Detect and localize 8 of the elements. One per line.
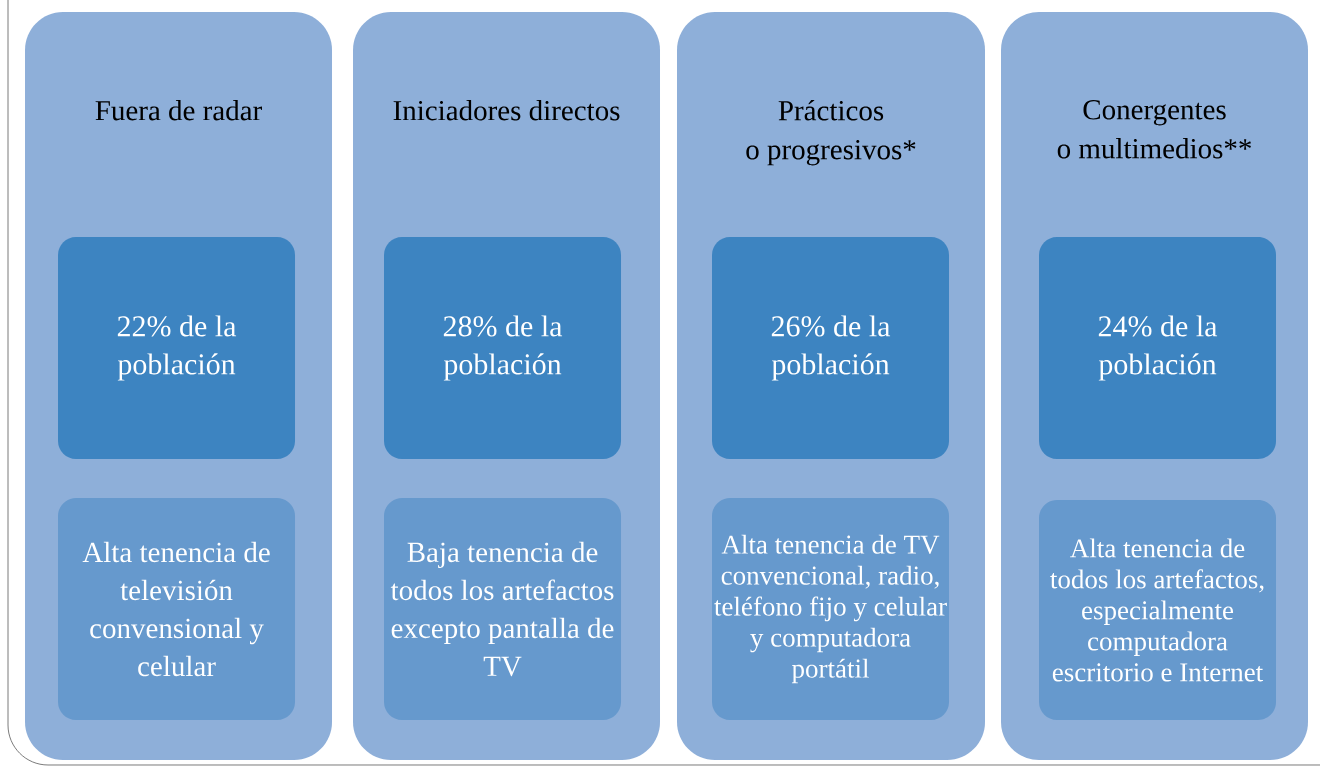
description-box: Alta tenencia de TV convencional, radio, teléfono fijo y celular y computadora portátil (712, 498, 949, 720)
description-box: Baja tenencia de todos los artefactos excepto pantalla de TV (384, 498, 621, 720)
description-box: Alta tenencia de todos los artefactos, especialmente computadora escritorio e Internet (1039, 500, 1276, 720)
percentage-box: 28% de la población (384, 237, 621, 459)
percentage-box: 26% de la población (712, 237, 949, 459)
description-box: Alta tenencia de televisión convensional y celular (58, 498, 295, 720)
percentage-box: 22% de la población (58, 237, 295, 459)
percentage-box: 24% de la población (1039, 237, 1276, 459)
